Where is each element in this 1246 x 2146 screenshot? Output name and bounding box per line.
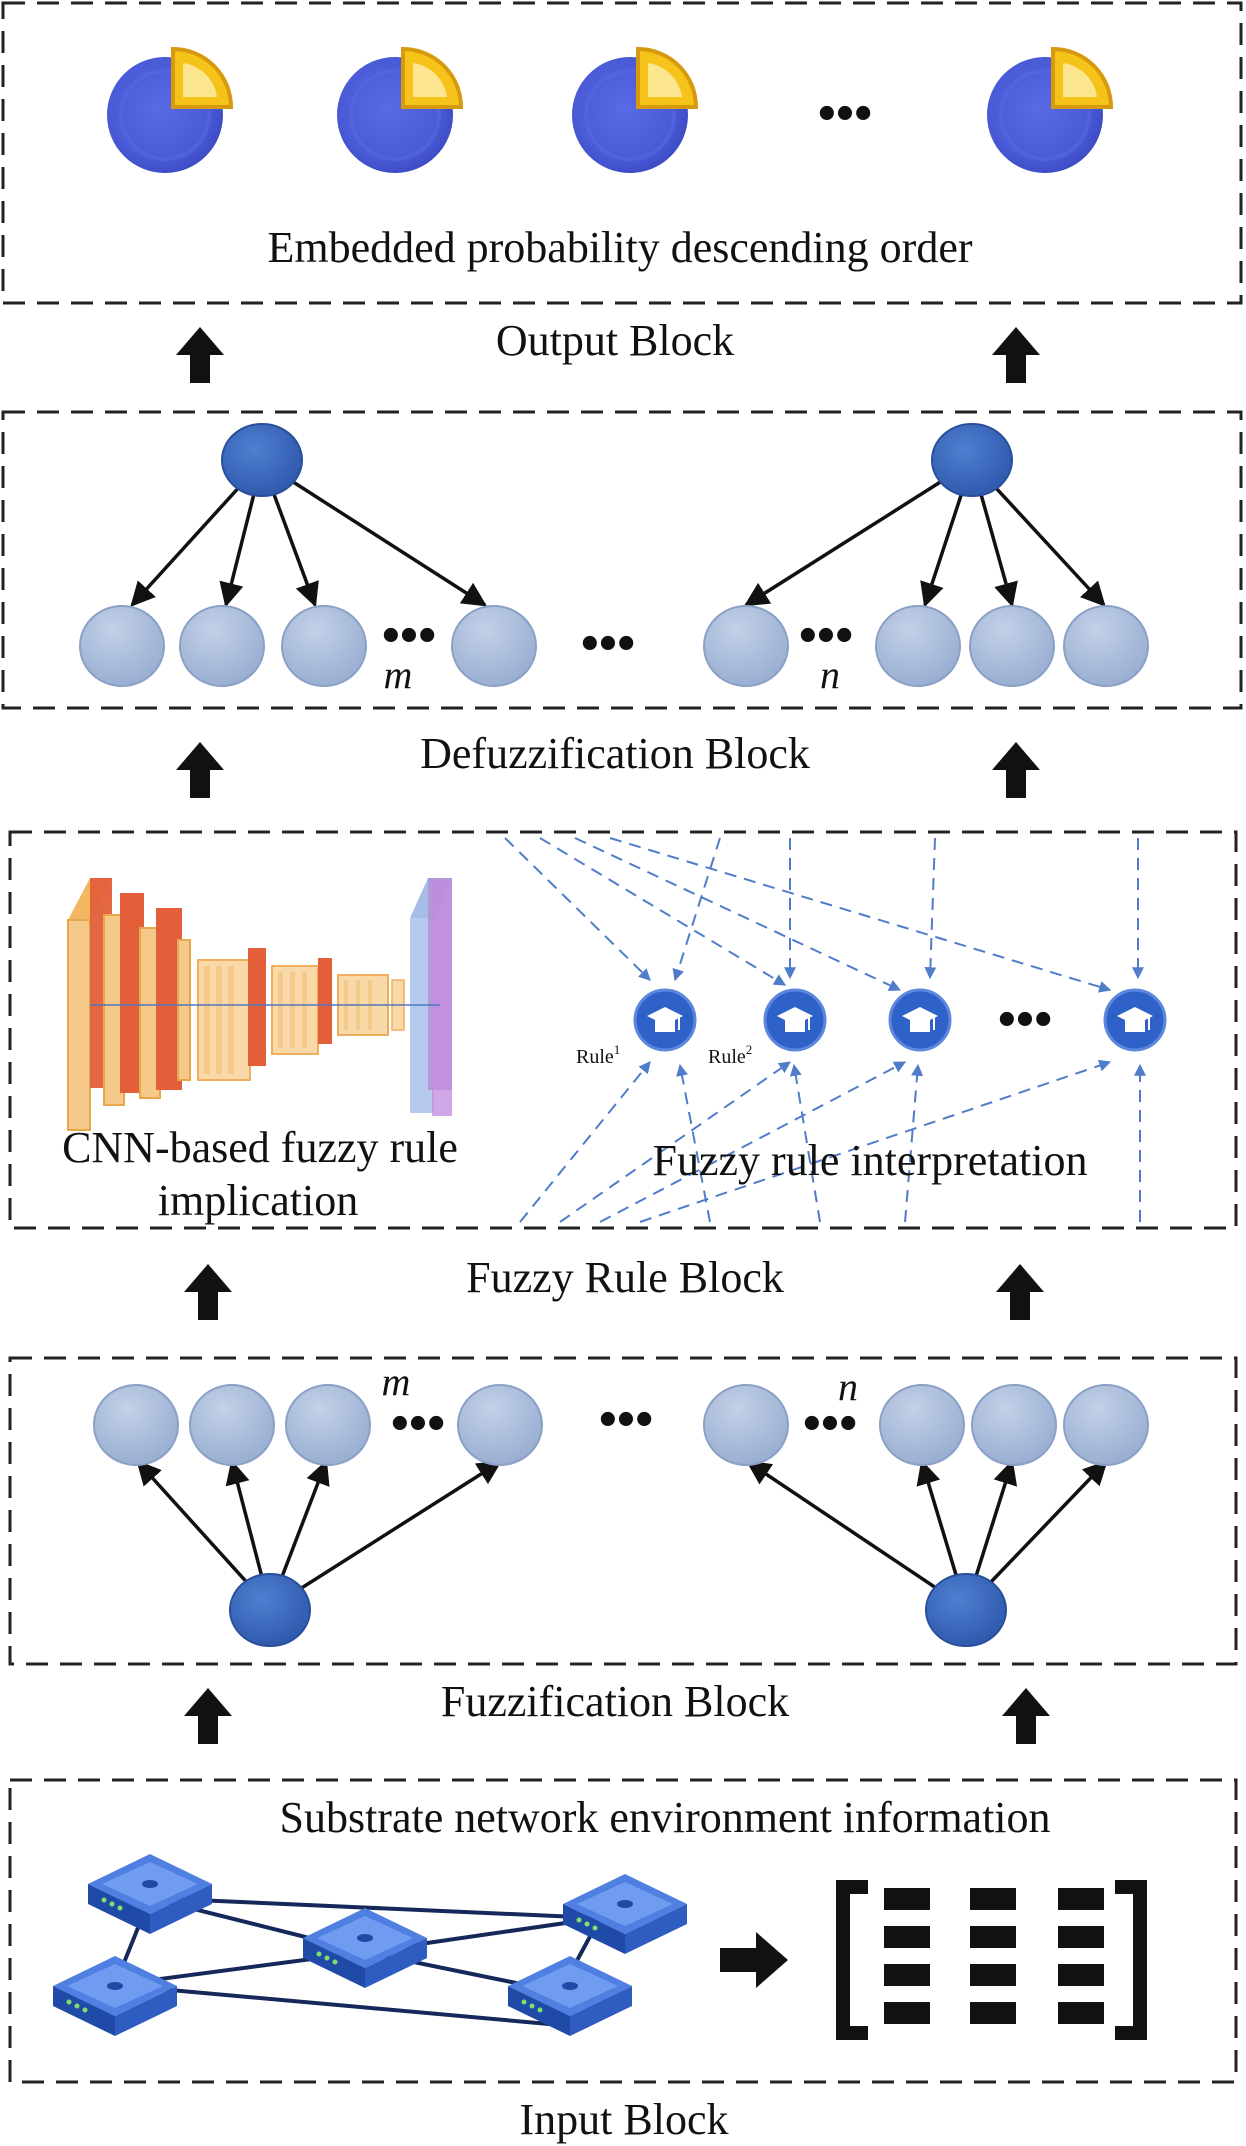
rule-ellipsis: ••• <box>998 991 1053 1048</box>
fuzz-mid-ellipsis: ••• <box>599 1391 654 1448</box>
pie-chart-icon <box>570 47 698 175</box>
defuzz-node <box>179 605 265 687</box>
defuzz-ellipsis: ••• <box>382 607 437 664</box>
input-block-frame <box>8 1778 1238 2084</box>
output-node-dark <box>931 423 1013 497</box>
output-inner-caption: Embedded probability descending order <box>267 223 972 272</box>
arrow-up-icon <box>992 742 1040 798</box>
input-node-dark <box>925 1573 1007 1647</box>
fuzz-node <box>93 1384 179 1466</box>
input-block-label: Input Block <box>520 2095 729 2144</box>
output-ellipsis: ••• <box>818 85 873 142</box>
defuzzification-block: ••• m ••• ••• n <box>1 410 1243 710</box>
defuzzification-block-frame <box>1 410 1243 710</box>
graduation-cap-icon <box>1103 988 1167 1052</box>
network-switch-icon <box>53 1956 177 2036</box>
defuzz-mid-ellipsis: ••• <box>581 615 636 672</box>
fuzz-node <box>971 1384 1057 1466</box>
fuzz-node <box>879 1384 965 1466</box>
defuzz-n-label: n <box>820 652 840 697</box>
fuzz-node <box>457 1384 543 1466</box>
arrow-up-icon <box>176 327 224 383</box>
arrow-up-icon <box>176 742 224 798</box>
input-node-dark <box>229 1573 311 1647</box>
output-block-label: Output Block <box>496 316 734 365</box>
rule-caption: Fuzzy rule interpretation <box>653 1136 1088 1185</box>
graduation-cap-icon <box>763 988 827 1052</box>
fuzz-m-label: m <box>382 1359 411 1404</box>
arrow-right-icon <box>720 1932 788 1988</box>
rule2-label: Rule2 <box>708 1042 752 1068</box>
pie-chart-icon <box>335 47 463 175</box>
defuzz-node <box>79 605 165 687</box>
matrix-bracket-icon <box>836 1880 1147 2040</box>
network-switch-icon <box>303 1908 427 1988</box>
fuzzification-block: m ••• ••• n ••• <box>8 1356 1238 1666</box>
graduation-cap-icon <box>888 988 952 1052</box>
defuzz-ellipsis: ••• <box>799 607 854 664</box>
fuzz-ellipsis: ••• <box>391 1395 446 1452</box>
output-node-dark <box>221 423 303 497</box>
cnn-illustration <box>67 878 452 1131</box>
fuzzy-rule-block: CNN-based fuzzy rule implication ••• R <box>8 830 1238 1230</box>
defuzz-node <box>451 605 537 687</box>
input-block: Substrate network environment informatio… <box>8 1778 1238 2084</box>
defuzzification-block-label: Defuzzification Block <box>420 729 810 778</box>
fuzz-node <box>285 1384 371 1466</box>
network-switch-icon <box>88 1854 212 1934</box>
defuzz-node <box>1063 605 1149 687</box>
defuzz-m-label: m <box>384 652 413 697</box>
defuzz-node <box>281 605 367 687</box>
fuzz-node <box>703 1384 789 1466</box>
rule1-label: Rule1 <box>576 1042 620 1068</box>
output-block: ••• Embedded probability descending orde… <box>1 1 1243 305</box>
arrow-up-icon <box>184 1264 232 1320</box>
defuzz-node <box>875 605 961 687</box>
arrow-up-icon <box>184 1688 232 1744</box>
cnn-caption-line1: CNN-based fuzzy rule <box>62 1123 458 1172</box>
defuzz-node <box>969 605 1055 687</box>
fuzz-node <box>189 1384 275 1466</box>
fuzz-n-label: n <box>838 1364 858 1409</box>
arrow-up-icon <box>1002 1688 1050 1744</box>
pie-chart-icon <box>105 47 233 175</box>
input-caption: Substrate network environment informatio… <box>279 1793 1050 1842</box>
arrow-up-icon <box>992 327 1040 383</box>
fuzzification-block-frame <box>8 1356 1238 1666</box>
fuzzification-block-label: Fuzzification Block <box>441 1677 789 1726</box>
network-switch-icon <box>563 1874 687 1954</box>
defuzz-node <box>703 605 789 687</box>
arrow-up-icon <box>996 1264 1044 1320</box>
fuzzy-rule-block-label: Fuzzy Rule Block <box>466 1253 784 1302</box>
fuzz-node <box>1063 1384 1149 1466</box>
output-block-frame <box>1 1 1243 305</box>
cnn-caption-line2: implication <box>158 1176 358 1225</box>
fuzzy-rule-block-frame <box>8 830 1238 1230</box>
pie-chart-icon <box>985 47 1113 175</box>
graduation-cap-icon <box>633 988 697 1052</box>
fuzz-ellipsis: ••• <box>803 1395 858 1452</box>
